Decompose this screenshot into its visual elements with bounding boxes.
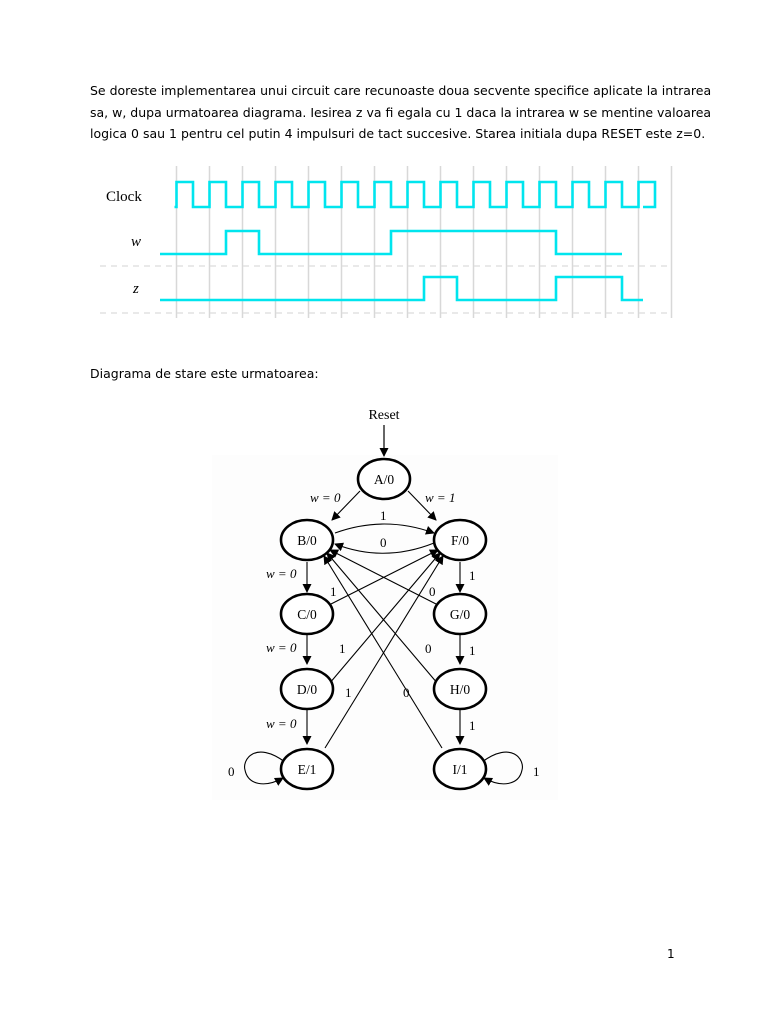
timing-dashes (100, 265, 670, 314)
edge-i-self (481, 751, 523, 786)
intro-paragraph: Se doreste implementarea unui circuit ca… (90, 80, 712, 145)
state-g (432, 592, 488, 636)
edge-e-self (244, 751, 286, 786)
state-b-label: B/0 (297, 533, 317, 548)
state-f-label: F/0 (451, 533, 469, 548)
page-number: 1 (667, 947, 675, 961)
state-e (279, 747, 335, 791)
clock-label: Clock (106, 189, 142, 205)
w-label: w (131, 234, 141, 250)
label-c-d: w = 0 (266, 640, 297, 655)
edge-a-b (331, 490, 361, 521)
intro-line-2: sa, w, dupa urmatoarea diagrama. Iesirea… (90, 104, 712, 120)
label-c-f: 1 (330, 584, 337, 599)
label-f-g: 1 (469, 568, 476, 583)
state-a (356, 457, 412, 501)
state-diagram: Reset (212, 408, 558, 800)
state-d (279, 667, 335, 711)
label-e-f: 1 (345, 685, 352, 700)
label-b-c: w = 0 (266, 566, 297, 581)
label-a-b: w = 0 (310, 490, 341, 505)
z-waveform (160, 275, 643, 302)
label-e-self: 0 (228, 764, 235, 779)
timing-labels: Clock w z (106, 189, 142, 297)
state-diagram-heading: Diagrama de stare este urmatoarea: (90, 366, 319, 381)
state-b (279, 518, 335, 562)
intro-line-1: Se doreste implementarea unui circuit ca… (90, 83, 712, 98)
edge-f-b (334, 542, 435, 554)
w-waveform (160, 229, 622, 256)
edge-e-f (324, 555, 444, 749)
label-b-f: 1 (380, 508, 387, 523)
label-i-self: 1 (533, 764, 540, 779)
label-i-b: 0 (403, 685, 410, 700)
label-g-b: 0 (429, 584, 436, 599)
label-g-h: 1 (469, 643, 476, 658)
label-d-f: 1 (339, 641, 346, 656)
edge-a-f (407, 490, 437, 521)
label-f-b: 0 (380, 535, 387, 550)
label-h-i: 1 (469, 718, 476, 733)
edge-g-b (329, 549, 439, 606)
state-h-label: H/0 (450, 682, 471, 697)
label-h-b: 0 (425, 641, 432, 656)
state-f (432, 518, 488, 562)
state-i (432, 747, 488, 791)
state-c (279, 592, 335, 636)
transition-arrows (244, 490, 523, 786)
diagram-background (212, 455, 558, 800)
state-h (432, 667, 488, 711)
state-i-label: I/1 (453, 762, 468, 777)
intro-line-3: logica 0 sau 1 pentru cel putin 4 impuls… (90, 126, 706, 141)
clock-waveform (174, 180, 657, 209)
edge-d-f (328, 552, 441, 685)
state-c-label: C/0 (297, 607, 317, 622)
state-a-label: A/0 (374, 472, 395, 487)
label-a-f: w = 1 (425, 490, 455, 505)
state-g-label: G/0 (450, 607, 471, 622)
state-d-label: D/0 (297, 682, 318, 697)
state-e-label: E/1 (298, 762, 317, 777)
label-d-e: w = 0 (266, 716, 297, 731)
reset-label: Reset (368, 408, 399, 423)
edge-i-b (323, 555, 443, 749)
timing-diagram: Clock w z (100, 166, 673, 318)
z-label: z (132, 281, 139, 297)
edge-h-b (326, 552, 439, 685)
edge-b-f (334, 523, 435, 535)
